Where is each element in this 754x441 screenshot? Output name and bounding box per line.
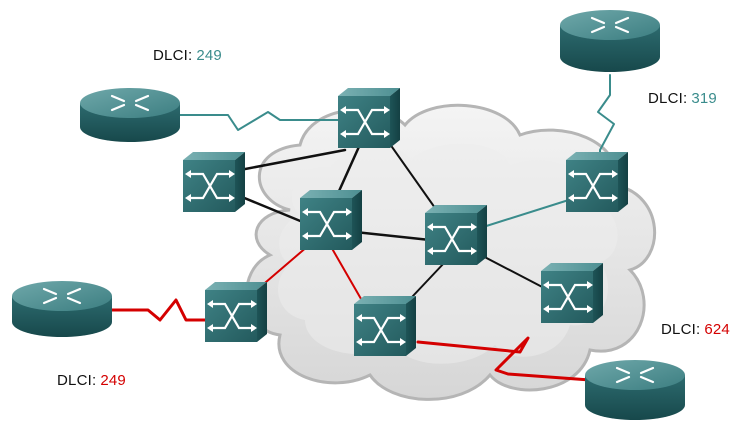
frame-relay-switch-icon [352,294,418,358]
frame-relay-switch-icon [203,280,269,344]
link-switch-middle-switch-right-top [479,197,576,229]
router-icon [585,360,685,420]
dlci-prefix: DLCI: [153,47,193,64]
router-icon [560,10,660,72]
router-top-left [80,88,180,142]
frame-relay-switch-icon [423,203,489,267]
link-router-bottom-left-switch-bottom-left [108,298,212,322]
switch-top [336,86,402,150]
frame-relay-switch-icon [298,188,364,252]
frame-relay-switch-icon [336,86,402,150]
router-icon [80,88,180,142]
dlci-prefix: DLCI: [648,90,688,107]
switch-bottom-left [203,280,269,344]
frame-relay-switch-icon [564,150,630,214]
link-switch-center-switch-middle [353,230,432,242]
frame-relay-switch-icon [181,150,247,214]
link-switch-bottom-center-router-bottom-right [416,336,592,382]
link-switch-middle-switch-right-bottom [474,251,549,291]
dlci-value: 249 [100,372,126,389]
link-router-top-left-switch-top [179,111,341,131]
router-icon [12,281,112,337]
switch-left [181,150,247,214]
switch-right-top [564,150,630,214]
router-bottom-left [12,281,112,337]
dlci-prefix: DLCI: [57,372,97,389]
dlci-value: 624 [704,321,730,338]
link-router-top-right-switch-right-top [597,74,615,161]
dlci-label-bottom-left: DLCI:249 [57,372,126,389]
dlci-value: 249 [196,47,222,64]
frame-relay-switch-icon [539,261,605,325]
dlci-label-top-right: DLCI:319 [648,90,717,107]
switch-middle [423,203,489,267]
switch-bottom-center [352,294,418,358]
switch-right-bottom [539,261,605,325]
dlci-prefix: DLCI: [661,321,701,338]
dlci-label-bottom-right: DLCI:624 [661,321,730,338]
dlci-label-top-left: DLCI:249 [153,47,222,64]
link-switch-top-switch-left [238,148,347,172]
switch-center [298,188,364,252]
dlci-value: 319 [691,90,717,107]
router-bottom-right [585,360,685,420]
router-top-right [560,10,660,72]
